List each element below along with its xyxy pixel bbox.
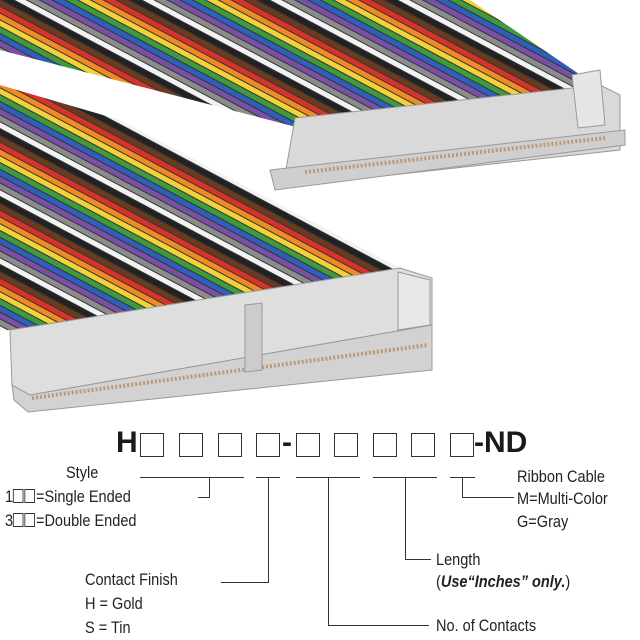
finish-leader [268, 477, 269, 583]
ribbon-cable-illustration [0, 0, 626, 413]
back-ribbon-cable [0, 0, 610, 128]
style-option-double: 3=Double Ended [5, 512, 137, 530]
part-prefix: H [116, 426, 138, 459]
length-leader [405, 477, 406, 560]
finish-leader [221, 582, 269, 583]
contacts-box [296, 433, 320, 457]
contacts-title: No. of Contacts [436, 617, 537, 635]
ribbon-option-gray: G=Gray [517, 513, 569, 531]
style-digit-box [218, 433, 242, 457]
style-leader [198, 497, 210, 498]
length-box [373, 433, 397, 457]
ribbon-option-multicolor: M=Multi-Color [517, 490, 608, 508]
contacts-leader [328, 477, 329, 626]
finish-box [256, 433, 280, 457]
style-option-single: 1=Single Ended [5, 488, 131, 506]
style-title: Style [66, 464, 99, 482]
front-ribbon-cable [0, 85, 400, 330]
style-digit-box [179, 433, 203, 457]
length-leader [405, 559, 431, 560]
length-box [411, 433, 435, 457]
front-connector [9, 267, 433, 413]
length-note: (Use“Inches” only.) [436, 573, 571, 591]
contacts-box [334, 433, 358, 457]
ribbon-leader [462, 497, 514, 498]
contacts-leader [328, 625, 429, 626]
ribbon-title: Ribbon Cable [517, 468, 605, 486]
back-connector [269, 69, 626, 191]
part-suffix: -ND [474, 426, 528, 459]
part-separator: - [282, 426, 292, 459]
finish-title: Contact Finish [85, 571, 178, 589]
finish-option-gold: H = Gold [85, 595, 143, 613]
style-leader [209, 477, 210, 498]
ribbon-leader [462, 477, 463, 498]
style-digit-box [140, 433, 164, 457]
ribbon-box [450, 433, 474, 457]
style-underline [140, 477, 244, 478]
length-title: Length [436, 551, 481, 569]
finish-option-tin: S = Tin [85, 619, 131, 637]
